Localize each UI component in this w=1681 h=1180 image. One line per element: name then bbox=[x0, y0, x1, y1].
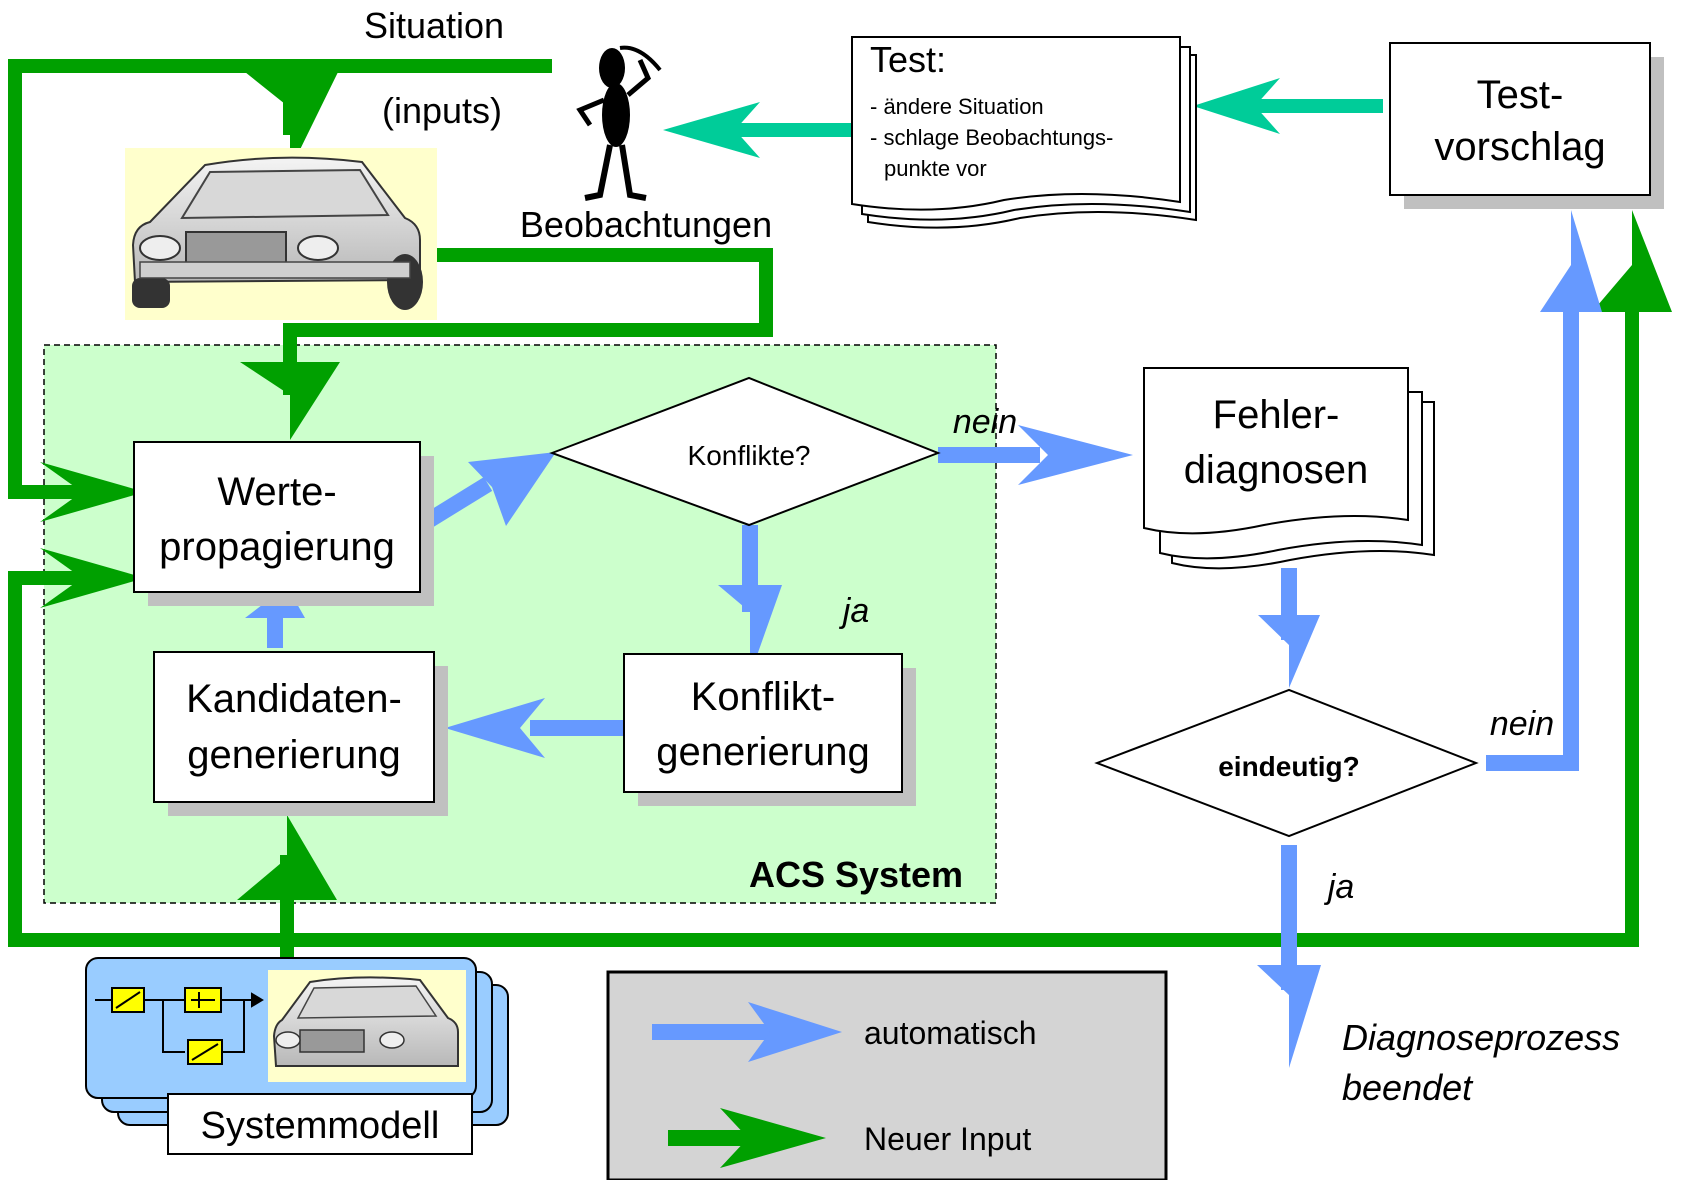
end-line2: beendet bbox=[1342, 1067, 1474, 1108]
test-proposal-line1: Test- bbox=[1477, 73, 1564, 117]
inputs-label: (inputs) bbox=[382, 90, 502, 131]
conflicts-no-label: nein bbox=[953, 403, 1017, 441]
return-input-line bbox=[8, 275, 1639, 947]
fault-diagnoses-document: Fehler- diagnosen bbox=[1143, 367, 1435, 570]
candidate-model-arrowhead bbox=[237, 815, 337, 900]
situation-label: Situation bbox=[364, 5, 504, 46]
observation-line bbox=[283, 248, 773, 395]
legend-automatic-label: automatisch bbox=[864, 1015, 1037, 1051]
value-prop-arrowhead bbox=[468, 452, 556, 526]
acs-system-label: ACS System bbox=[749, 854, 963, 895]
test-doc-line1: - ändere Situation bbox=[870, 94, 1044, 119]
nein-to-proposal-arrowhead bbox=[1540, 210, 1602, 312]
test-document: Test: - ändere Situation - schlage Beoba… bbox=[851, 36, 1197, 229]
proposal-to-test-arrowhead bbox=[1193, 78, 1280, 134]
candidate-generation-box: Kandidaten- generierung bbox=[153, 651, 448, 816]
model-car-image bbox=[268, 970, 466, 1082]
value-prop-line2: propagierung bbox=[159, 525, 395, 569]
car-image bbox=[125, 148, 437, 320]
observation-arrowhead bbox=[240, 362, 340, 440]
value-prop-input-arrowhead-2 bbox=[40, 548, 145, 608]
candidate-gen-line1: Kandidaten- bbox=[186, 677, 402, 721]
legend-input-arrowhead bbox=[720, 1108, 826, 1168]
conflict-gen-line2: generierung bbox=[656, 730, 870, 774]
conflicts-label: Konflikte? bbox=[688, 440, 811, 471]
block-diagram-icon bbox=[95, 987, 264, 1065]
test-to-observer-arrowhead bbox=[663, 102, 760, 158]
conflict-to-candidate-arrowhead bbox=[445, 698, 545, 758]
unique-decision: eindeutig? bbox=[1094, 688, 1479, 838]
ja-arrowhead bbox=[718, 585, 782, 675]
conflict-gen-line1: Konflikt- bbox=[691, 675, 836, 719]
legend-new-input-label: Neuer Input bbox=[864, 1121, 1031, 1157]
conflicts-decision: Konflikte? bbox=[549, 376, 941, 527]
system-model: Systemmodell bbox=[85, 957, 509, 1155]
end-line1: Diagnoseprozess bbox=[1342, 1017, 1620, 1058]
conflict-generation-box: Konflikt- generierung bbox=[623, 653, 916, 806]
unique-label: eindeutig? bbox=[1218, 751, 1360, 782]
human-paths bbox=[663, 78, 1383, 158]
test-proposal-input-arrowhead bbox=[1592, 210, 1672, 312]
test-doc-line3: punkte vor bbox=[884, 156, 987, 181]
unique-yes-label: ja bbox=[1324, 868, 1354, 906]
system-model-label: Systemmodell bbox=[201, 1105, 440, 1147]
value-prop-input-arrowhead-1 bbox=[40, 462, 145, 522]
value-prop-line1: Werte- bbox=[217, 470, 336, 514]
fault-diag-line2: diagnosen bbox=[1184, 448, 1369, 492]
test-doc-title: Test: bbox=[870, 39, 946, 80]
unique-no-label: nein bbox=[1490, 705, 1554, 743]
diagnoses-to-unique-arrowhead bbox=[1258, 615, 1320, 688]
legend: automatisch Neuer Input bbox=[606, 970, 1168, 1180]
legend-auto-arrowhead bbox=[748, 1002, 842, 1062]
conflicts-yes-label: ja bbox=[839, 592, 869, 630]
candidate-gen-line2: generierung bbox=[187, 733, 401, 777]
situation-arrowhead bbox=[240, 68, 340, 170]
test-proposal-line2: vorschlag bbox=[1434, 125, 1605, 169]
observations-label: Beobachtungen bbox=[520, 204, 772, 245]
nein-arrowhead bbox=[1018, 425, 1133, 485]
test-doc-line2: - schlage Beobachtungs- bbox=[870, 125, 1113, 150]
test-proposal-box: Test- vorschlag bbox=[1389, 42, 1664, 209]
observer-figure-icon bbox=[576, 45, 662, 201]
end-arrowhead bbox=[1257, 965, 1321, 1068]
nein-to-proposal-line bbox=[1486, 290, 1579, 771]
fault-diag-line1: Fehler- bbox=[1213, 393, 1340, 437]
input-arrowheads bbox=[40, 68, 1672, 900]
value-propagation-box: Werte- propagierung bbox=[133, 441, 434, 606]
